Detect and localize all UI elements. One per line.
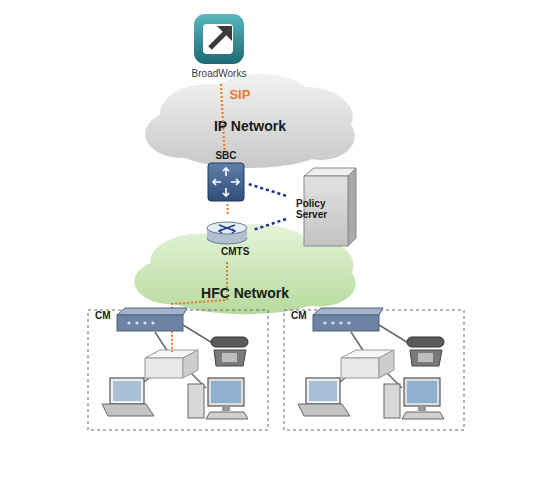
- connector-line: [248, 184, 286, 196]
- modem-symbol: [117, 315, 183, 331]
- logo-arrow: [217, 26, 232, 41]
- server-symbol: [304, 168, 356, 176]
- node-label: HFC Network: [132, 286, 358, 301]
- sbc-arrow: [231, 179, 239, 185]
- edge-label: SIP: [229, 87, 250, 102]
- modem-light: [339, 321, 342, 324]
- policy-server: Policy Server: [286, 166, 358, 248]
- sbc-arrow: [213, 179, 221, 185]
- router-symbol: [207, 222, 247, 234]
- modem-light: [143, 321, 146, 324]
- modem-symbol: [313, 315, 379, 331]
- cable-modem: CM: [291, 306, 383, 338]
- node-label: CM: [95, 310, 117, 321]
- logo-node: BroadWorks: [190, 14, 248, 84]
- node-label: CMTS: [221, 246, 261, 257]
- node-label: SBC: [204, 150, 248, 161]
- connector-line: [226, 204, 229, 216]
- sbc-symbol: [208, 163, 244, 201]
- cable-modem: CM: [95, 306, 187, 338]
- modem-light: [331, 321, 334, 324]
- router-arrow: [219, 225, 235, 233]
- modem-light: [323, 321, 326, 324]
- sbc-device: SBC: [204, 150, 248, 204]
- node-label: BroadWorks: [180, 68, 258, 79]
- cmts-router: CMTS: [205, 216, 253, 260]
- modem-light: [135, 321, 138, 324]
- logo-arrow: [210, 31, 227, 48]
- home-devices: [298, 325, 444, 419]
- sbc-arrow: [223, 168, 229, 176]
- logo-tile: [203, 24, 233, 54]
- modem-symbol: [313, 308, 383, 315]
- premises-boundary: [284, 310, 464, 430]
- router-arrow: [219, 225, 235, 233]
- modem-light: [127, 321, 130, 324]
- logo-tile: [194, 14, 244, 64]
- connector-line: [221, 84, 225, 150]
- modem-symbol: [117, 308, 187, 315]
- sbc-arrow: [223, 188, 229, 196]
- modem-light: [151, 321, 154, 324]
- connector-line: [253, 219, 286, 230]
- home-devices: [102, 325, 248, 419]
- node-label: CM: [291, 310, 313, 321]
- premises-boundary: [88, 310, 268, 430]
- node-label: IP Network: [143, 119, 357, 134]
- modem-light: [347, 321, 350, 324]
- server-symbol: [348, 168, 356, 246]
- node-label: Policy Server: [296, 198, 342, 220]
